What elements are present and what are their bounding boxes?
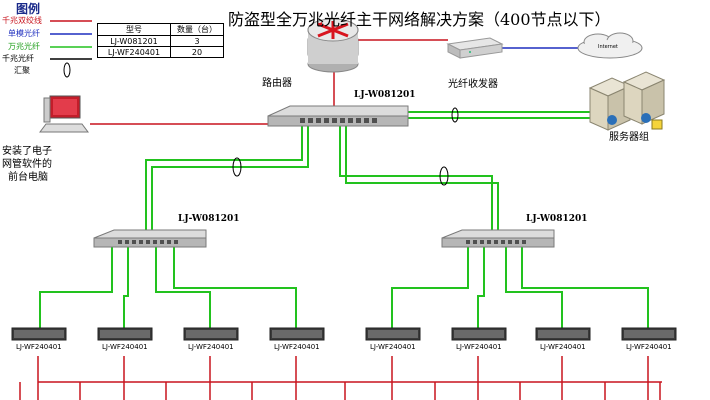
table-row: LJ-WF240401 20 — [97, 46, 224, 58]
internet-cloud-icon — [577, 32, 643, 59]
access-switch-icons — [11, 327, 677, 341]
link-agg-access — [521, 246, 649, 328]
servers-label: 服务器组 — [609, 132, 649, 143]
table-cell-qty: 20 — [170, 46, 224, 58]
access-switch-label: LJ-WF240401 — [540, 343, 586, 351]
table-cell-model: LJ-WF240401 — [97, 46, 171, 58]
management-pc-icon — [39, 95, 89, 133]
access-switch-label: LJ-WF240401 — [188, 343, 234, 351]
table-cell-qty: 3 — [170, 35, 224, 47]
router-icon — [307, 18, 359, 73]
table-header-model: 型号 — [97, 23, 171, 36]
access-switch-label: LJ-WF240401 — [370, 343, 416, 351]
legend-item-copper: 千兆双绞线 — [2, 16, 42, 25]
legend-item-singlemode: 单模光纤 — [8, 29, 40, 38]
aggregate-mark — [439, 166, 449, 186]
legend-heading: 图例 — [16, 2, 41, 16]
access-switch-label: LJ-WF240401 — [626, 343, 672, 351]
link-agg-access — [477, 246, 485, 328]
link-core-aggright-2 — [345, 126, 499, 233]
link-agg-access — [505, 246, 563, 328]
access-switch-label: LJ-WF240401 — [16, 343, 62, 351]
table-row: LJ-W081201 3 — [97, 35, 224, 47]
router-label: 路由器 — [262, 78, 292, 89]
link-core-aggleft-2 — [151, 126, 309, 233]
core-switch-label: LJ-W081201 — [354, 90, 416, 100]
legend-item-gigfiber: 千兆光纤 — [2, 54, 34, 63]
link-agg-access — [155, 246, 211, 328]
core-switch-icon — [267, 105, 409, 127]
pc-label-line3: 前台电脑 — [8, 172, 48, 183]
link-agg-access — [123, 246, 129, 328]
legend-item-tengig: 万兆光纤 — [8, 42, 40, 51]
link-agg-access — [39, 246, 113, 328]
table-header-qty: 数量（台） — [170, 23, 224, 36]
access-switch-label: LJ-WF240401 — [456, 343, 502, 351]
link-agg-access — [391, 246, 469, 328]
link-core-aggleft-1 — [145, 126, 303, 233]
link-agg-access — [173, 246, 297, 328]
table-header-row: 型号 数量（台） — [97, 23, 224, 36]
pc-label-line2: 网管软件的 — [2, 159, 52, 170]
pc-label-line1: 安装了电子 — [2, 146, 52, 157]
agg-left-label: LJ-W081201 — [178, 214, 240, 224]
aggregate-mark — [451, 107, 459, 123]
fiber-transceiver-icon — [446, 37, 504, 59]
legend-item-aggregate: 汇聚 — [14, 66, 30, 75]
access-switch-label: LJ-WF240401 — [274, 343, 320, 351]
server-group-icon — [588, 71, 666, 131]
table-cell-model: LJ-W081201 — [97, 35, 171, 47]
aggregate-mark — [232, 157, 242, 177]
transceiver-label: 光纤收发器 — [448, 79, 498, 90]
access-switch-label: LJ-WF240401 — [102, 343, 148, 351]
device-table: 型号 数量（台） LJ-W081201 3 LJ-WF240401 20 — [97, 23, 224, 58]
agg-switch-right-icon — [441, 229, 555, 248]
agg-right-label: LJ-W081201 — [526, 214, 588, 224]
agg-switch-left-icon — [93, 229, 207, 248]
page-title: 防盗型全万兆光纤主干网络解决方案（400节点以下） — [228, 10, 611, 29]
legend-aggregate-icon — [63, 62, 71, 78]
cloud-label: Internet — [598, 44, 618, 50]
link-core-aggright-1 — [339, 126, 493, 233]
